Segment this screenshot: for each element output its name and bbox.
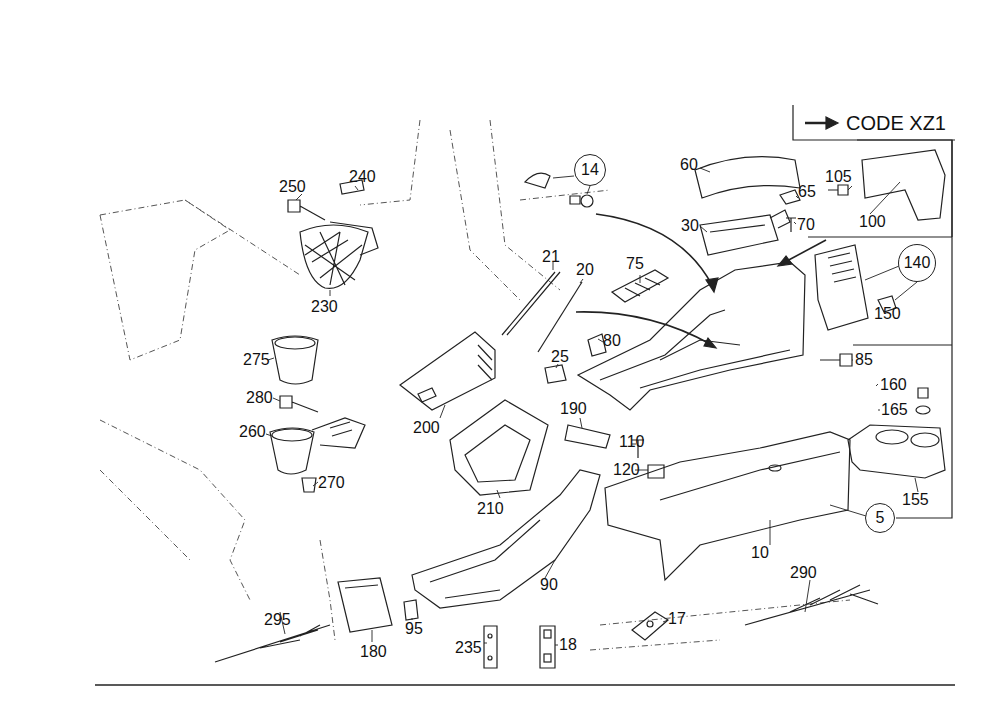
part-number: 80 <box>603 332 621 350</box>
part-number: 75 <box>626 255 644 273</box>
part-number: 230 <box>311 298 338 316</box>
part-number: 85 <box>855 351 873 369</box>
callout-number: 5 <box>876 509 885 527</box>
part-number: 235 <box>455 639 482 657</box>
callout-number: CODE XZ1 <box>846 112 946 135</box>
part-number: 120 <box>613 461 640 479</box>
part-number: 280 <box>246 389 273 407</box>
part-number: 210 <box>477 500 504 518</box>
part-number: 250 <box>279 178 306 196</box>
part-number: 110 <box>619 433 645 451</box>
code-header: CODE XZ1 <box>800 107 950 139</box>
callout-circle: 14 <box>574 154 606 186</box>
callout-circle: 5 <box>865 503 895 533</box>
part-number: 150 <box>874 305 901 323</box>
part-number: 18 <box>559 636 577 654</box>
part-number: 21 <box>542 248 560 266</box>
part-number: 105 <box>825 168 852 186</box>
part-number: 17 <box>668 610 686 628</box>
part-number: 190 <box>560 400 587 418</box>
part-number: 295 <box>264 611 291 629</box>
part-number: 100 <box>859 213 886 231</box>
part-number: 65 <box>798 183 816 201</box>
part-number: 200 <box>413 419 440 437</box>
part-number: 240 <box>349 168 376 186</box>
part-number: 60 <box>680 156 698 174</box>
part-number: 160 <box>880 376 907 394</box>
part-number: 30 <box>681 217 699 235</box>
part-number: 10 <box>751 544 769 562</box>
part-number: 290 <box>790 564 817 582</box>
part-number: 180 <box>360 643 387 661</box>
part-number: 260 <box>239 423 266 441</box>
part-number: 20 <box>576 261 594 279</box>
part-number: 25 <box>551 348 569 366</box>
callout-number: 14 <box>581 161 599 179</box>
callout-circle: 140 <box>898 244 937 283</box>
part-number: 270 <box>318 474 345 492</box>
part-number: 275 <box>243 351 270 369</box>
part-number: 70 <box>797 216 815 234</box>
part-number: 90 <box>540 576 558 594</box>
part-number: 165 <box>881 401 908 419</box>
callout-number: 140 <box>904 254 931 272</box>
part-number: 155 <box>902 491 929 509</box>
part-number: 95 <box>405 620 423 638</box>
